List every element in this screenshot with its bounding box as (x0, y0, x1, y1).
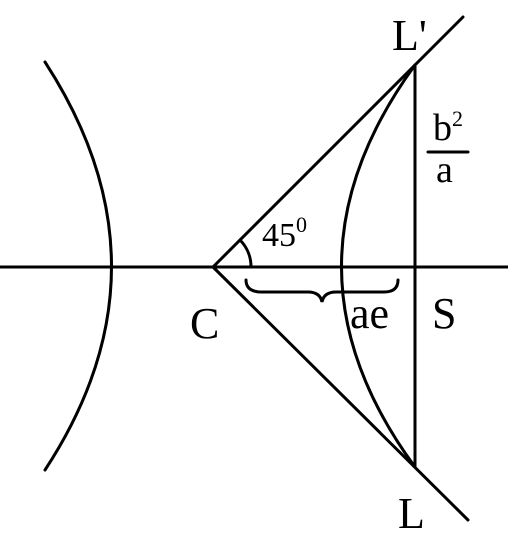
fraction-numerator: b2 (433, 106, 463, 149)
right-hyperbola-branch (340, 63, 417, 469)
angle-degree-sup: 0 (296, 212, 307, 237)
label-angle: 450 (262, 212, 307, 254)
left-hyperbola-branch (43, 60, 113, 472)
label-l-prime: L' (392, 11, 427, 60)
label-c: C (190, 299, 219, 348)
label-l: L (398, 489, 425, 535)
upper-line-c-to-l-prime (211, 15, 465, 269)
label-ae: ae (350, 289, 389, 338)
fraction-denominator: a (436, 149, 453, 191)
label-s: S (432, 289, 456, 338)
numerator-exponent: 2 (452, 106, 463, 131)
angle-arc (238, 238, 253, 269)
ae-brace (244, 278, 400, 303)
angle-value: 45 (262, 217, 296, 254)
lower-line-c-to-l (211, 265, 470, 522)
numerator-base: b (433, 107, 452, 149)
